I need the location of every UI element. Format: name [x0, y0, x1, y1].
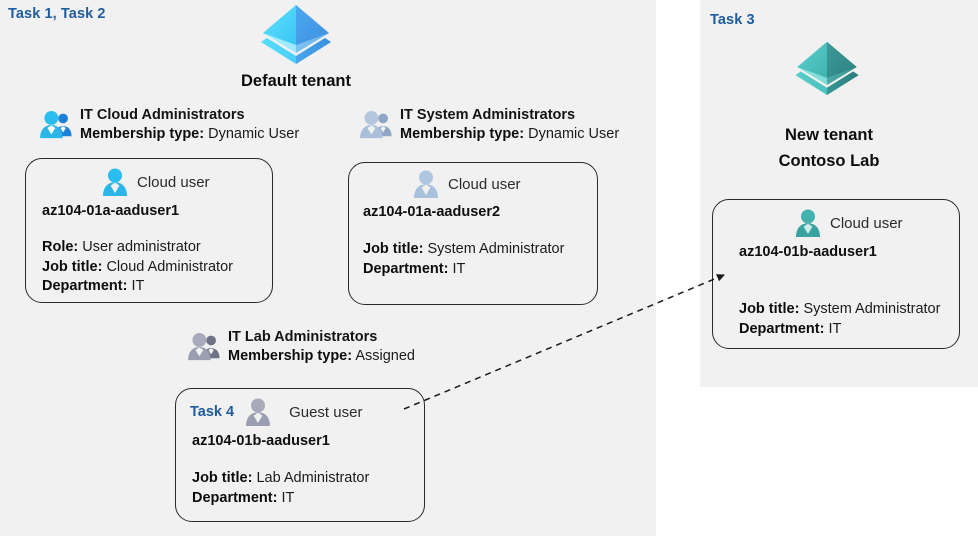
prop-job-title: Job title: Cloud Administrator — [42, 258, 233, 278]
user-name: az104-01b-aaduser1 — [192, 433, 330, 449]
prop-label: Job title: — [192, 470, 253, 486]
card-header: Cloud user — [411, 169, 521, 199]
user-properties: Job title: System Administrator Departme… — [739, 300, 940, 339]
group-name: IT System Administrators — [400, 107, 576, 123]
group-membership-value: Dynamic User — [528, 126, 620, 142]
group-membership: Membership type: Dynamic User — [80, 125, 299, 144]
prop-label: Job title: — [42, 258, 103, 275]
new-tenant-name-line1: New tenant — [784, 126, 873, 144]
prop-department: Department: IT — [739, 320, 940, 340]
azure-tenant-icon-new — [795, 41, 859, 95]
group-it-lab-administrators: IT Lab Administrators Membership type: A… — [186, 328, 415, 366]
prop-role: Role: User administrator — [42, 238, 233, 258]
prop-job-title: Job title: System Administrator — [363, 240, 564, 260]
prop-label: Department: — [363, 260, 449, 277]
group-users-icon-system — [360, 111, 392, 139]
card-header: Cloud user — [793, 208, 903, 238]
prop-department: Department: IT — [192, 489, 369, 509]
prop-label: Job title: — [363, 241, 424, 257]
prop-value: IT — [828, 320, 842, 337]
prop-value: IT — [131, 278, 145, 294]
prop-label: Job title: — [739, 301, 800, 317]
user-card-az104-01b-aaduser1-guest[interactable]: Task 4 Guest user az104-01b-aaduser1 Job… — [175, 388, 425, 522]
prop-value: IT — [452, 260, 466, 277]
group-it-system-administrators: IT System Administrators Membership type… — [358, 106, 619, 144]
user-name: az104-01a-aaduser1 — [42, 203, 180, 219]
user-properties: Job title: Lab Administrator Department:… — [192, 469, 369, 508]
prop-value: IT — [281, 489, 295, 506]
group-name: IT Lab Administrators — [228, 329, 378, 345]
prop-label: Department: — [42, 278, 128, 294]
user-name: az104-01b-aaduser1 — [739, 244, 877, 260]
group-users-icon-lab — [188, 333, 220, 361]
user-type-label: Cloud user — [830, 214, 903, 232]
user-type-label: Cloud user — [448, 175, 521, 193]
user-card-az104-01a-aaduser1[interactable]: Cloud user az104-01a-aaduser1 Role: User… — [25, 158, 273, 303]
prop-job-title: Job title: Lab Administrator — [192, 469, 369, 489]
azure-tenant-icon-default — [261, 5, 331, 64]
group-membership-label: Membership type: — [80, 126, 205, 142]
task-label-left: Task 1, Task 2 — [8, 6, 106, 22]
group-it-cloud-administrators: IT Cloud Administrators Membership type:… — [38, 106, 299, 144]
group-membership-value: Assigned — [355, 348, 415, 364]
prop-value: Cloud Administrator — [106, 258, 233, 275]
prop-value: Lab Administrator — [256, 470, 370, 486]
user-card-az104-01a-aaduser2[interactable]: Cloud user az104-01a-aaduser2 Job title:… — [348, 162, 598, 305]
group-membership: Membership type: Assigned — [228, 347, 415, 366]
prop-department: Department: IT — [363, 260, 564, 280]
task-label-right: Task 3 — [710, 12, 755, 28]
new-tenant-name-line2: Contoso Lab — [778, 152, 880, 170]
group-membership-label: Membership type: — [400, 126, 525, 142]
group-membership-value: Dynamic User — [208, 126, 300, 142]
cloud-user-icon — [103, 168, 127, 196]
cloud-user-icon — [796, 209, 820, 237]
group-membership: Membership type: Dynamic User — [400, 125, 619, 144]
group-users-icon-cloud — [40, 111, 72, 139]
card-header: Task 4 Guest user — [190, 397, 362, 427]
task-label-card: Task 4 — [190, 404, 235, 420]
prop-value: System Administrator — [803, 301, 941, 317]
group-membership-label: Membership type: — [228, 348, 353, 364]
user-name: az104-01a-aaduser2 — [363, 204, 501, 220]
guest-user-icon — [246, 398, 271, 426]
prop-department: Department: IT — [42, 277, 233, 297]
prop-label: Role: — [42, 239, 79, 255]
user-type-label: Cloud user — [137, 173, 210, 191]
prop-value: System Administrator — [427, 241, 565, 257]
card-header: Cloud user — [100, 167, 210, 197]
default-tenant-name: Default tenant — [240, 72, 351, 90]
user-properties: Job title: System Administrator Departme… — [363, 240, 564, 279]
group-name: IT Cloud Administrators — [80, 107, 245, 123]
prop-job-title: Job title: System Administrator — [739, 300, 940, 320]
user-type-label: Guest user — [289, 403, 363, 421]
prop-label: Department: — [739, 320, 825, 337]
cloud-user-icon — [414, 170, 438, 198]
prop-value: User administrator — [82, 239, 201, 255]
user-card-az104-01b-aaduser1-cloud[interactable]: Cloud user az104-01b-aaduser1 Job title:… — [712, 199, 960, 349]
user-properties: Role: User administrator Job title: Clou… — [42, 238, 233, 297]
prop-label: Department: — [192, 489, 278, 506]
